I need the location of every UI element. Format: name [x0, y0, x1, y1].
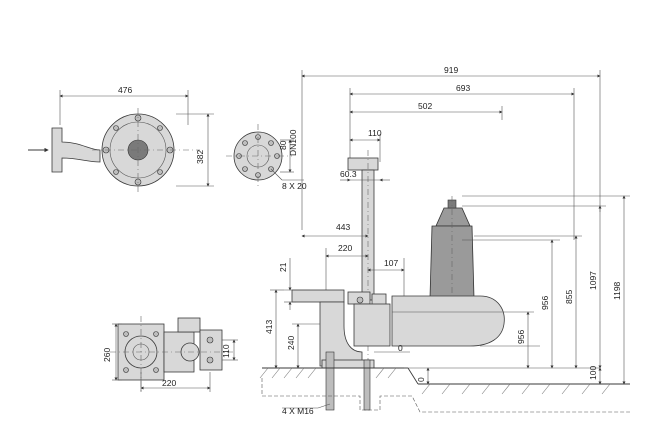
- dim-956-b: 956: [516, 330, 526, 344]
- dim-110-top: 110: [368, 128, 382, 138]
- label-4xm16: 4 X M16: [282, 406, 314, 416]
- dim-1097: 1097: [588, 271, 598, 290]
- dim-0-base: 0: [398, 343, 403, 353]
- top-view-pedestal: 476 382: [28, 85, 214, 195]
- dim-107: 107: [384, 258, 398, 268]
- dim-80: 80: [278, 140, 288, 150]
- dim-0-floor: 0: [416, 377, 426, 382]
- dim-382: 382: [195, 150, 205, 164]
- dim-100: 100: [588, 366, 598, 380]
- dim-260: 260: [102, 348, 112, 362]
- dim-956-a: 956: [540, 296, 550, 310]
- dim-110-side: 110: [221, 344, 231, 358]
- dim-413: 413: [264, 320, 274, 334]
- dim-443: 443: [336, 222, 350, 232]
- dim-21: 21: [278, 262, 288, 272]
- label-dn100: DN100: [288, 129, 298, 156]
- dim-1198: 1198: [612, 281, 622, 300]
- base-view: 260 110 220: [102, 316, 238, 392]
- dim-693: 693: [456, 83, 470, 93]
- dim-919: 919: [444, 65, 458, 75]
- dim-855: 855: [564, 290, 574, 304]
- main-side-view: 919 693 502 110 60.3 443 220 107: [259, 65, 630, 416]
- flange-view: 80 DN100 8 X 20: [226, 124, 307, 191]
- label-8x20: 8 X 20: [282, 181, 307, 191]
- dim-502: 502: [418, 101, 432, 111]
- dim-60-3: 60.3: [340, 169, 357, 179]
- dim-220-bottom: 220: [162, 378, 176, 388]
- dim-220-mid: 220: [338, 243, 352, 253]
- dim-476: 476: [118, 85, 132, 95]
- dim-240: 240: [286, 336, 296, 350]
